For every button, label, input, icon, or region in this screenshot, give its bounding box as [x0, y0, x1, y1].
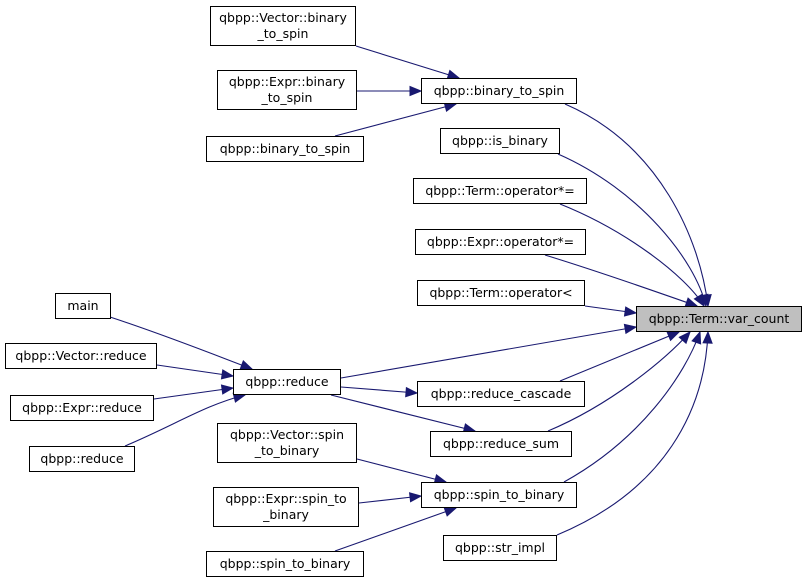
edge-reduce-to-reduce_cascade [340, 386, 419, 398]
edge-term_lt-to-var_count [584, 305, 638, 317]
edge-line [563, 331, 701, 483]
edge-str_impl-to-var_count [556, 330, 713, 536]
edge-arrowhead [702, 330, 713, 344]
edge-arrowhead [678, 331, 691, 345]
edge-arrowhead [623, 323, 638, 335]
edge-arrowhead [443, 506, 458, 517]
node-main[interactable]: main [55, 293, 111, 319]
edge-line [153, 387, 234, 400]
edge-line [340, 326, 637, 379]
edge-line [556, 331, 709, 536]
node-expr-mul[interactable]: qbpp::Expr::operator*= [415, 229, 586, 255]
node-vec-b2s[interactable]: qbpp::Vector::binary _to_spin [210, 6, 356, 46]
edge-vec_s2b-to-s2b [356, 458, 448, 485]
node-reduce-cascade[interactable]: qbpp::reduce_cascade [417, 381, 585, 407]
node-term-mul[interactable]: qbpp::Term::operator*= [413, 178, 587, 204]
edge-arrowhead [623, 306, 638, 317]
edge-line [334, 103, 457, 137]
edge-expr_s2b-to-s2b [358, 492, 423, 504]
node-vec-reduce[interactable]: qbpp::Vector::reduce [5, 343, 157, 369]
node-expr-b2s[interactable]: qbpp::Expr::binary _to_spin [217, 70, 357, 110]
edge-arrowhead [409, 85, 423, 97]
edge-line [559, 331, 680, 382]
edge-reduce_cascade-to-var_count [559, 331, 681, 382]
edge-line [156, 364, 234, 377]
edge-line [330, 394, 476, 432]
edge-s2b_free-to-s2b [334, 506, 458, 552]
edge-line [340, 386, 418, 394]
edge-reduce_sum-to-var_count [547, 331, 691, 432]
edge-line [334, 507, 457, 552]
edge-line [547, 331, 691, 432]
node-b2s-free[interactable]: qbpp::binary_to_spin [206, 136, 364, 162]
node-s2b-free[interactable]: qbpp::spin_to_binary [206, 551, 364, 577]
node-s2b[interactable]: qbpp::spin_to_binary [421, 482, 577, 508]
edge-vec_b2s-to-b2s [355, 45, 461, 80]
edge-arrowhead [405, 386, 419, 398]
edge-line [559, 203, 705, 307]
edge-term_mul-to-var_count [559, 203, 705, 308]
edge-expr_b2s-to-b2s [357, 85, 423, 97]
node-term-lt[interactable]: qbpp::Term::operator< [417, 280, 585, 306]
edge-arrowhead [693, 293, 705, 308]
edge-arrowhead [691, 330, 702, 345]
node-var-count: qbpp::Term::var_count [636, 306, 802, 332]
edge-line [124, 394, 246, 447]
edge-line [109, 316, 253, 370]
edge-line [356, 458, 447, 483]
node-expr-s2b[interactable]: qbpp::Expr::spin_to _binary [213, 487, 359, 527]
node-reduce[interactable]: qbpp::reduce [233, 369, 341, 395]
node-reduce-sum[interactable]: qbpp::reduce_sum [430, 431, 572, 457]
edge-arrowhead [408, 492, 423, 503]
edge-line [355, 45, 460, 79]
node-expr-reduce[interactable]: qbpp::Expr::reduce [10, 395, 154, 421]
node-reduce-free[interactable]: qbpp::reduce [29, 446, 135, 472]
edge-vec_reduce-to-reduce [156, 364, 235, 380]
edge-arrowhead [220, 369, 235, 380]
edge-arrowhead [220, 384, 235, 395]
edge-expr_reduce-to-reduce [153, 384, 235, 400]
node-is-binary[interactable]: qbpp::is_binary [440, 128, 560, 154]
node-str-impl[interactable]: qbpp::str_impl [443, 535, 557, 561]
edge-line [564, 103, 709, 307]
edge-reduce-to-var_count [340, 323, 638, 379]
edge-line [544, 254, 698, 307]
edge-line [557, 153, 707, 307]
edge-arrowhead [666, 331, 681, 342]
edge-s2b-to-var_count [563, 330, 702, 483]
node-b2s[interactable]: qbpp::binary_to_spin [421, 78, 577, 104]
edge-b2s-to-var_count [564, 103, 712, 308]
node-vec-s2b[interactable]: qbpp::Vector::spin _to_binary [217, 423, 357, 463]
